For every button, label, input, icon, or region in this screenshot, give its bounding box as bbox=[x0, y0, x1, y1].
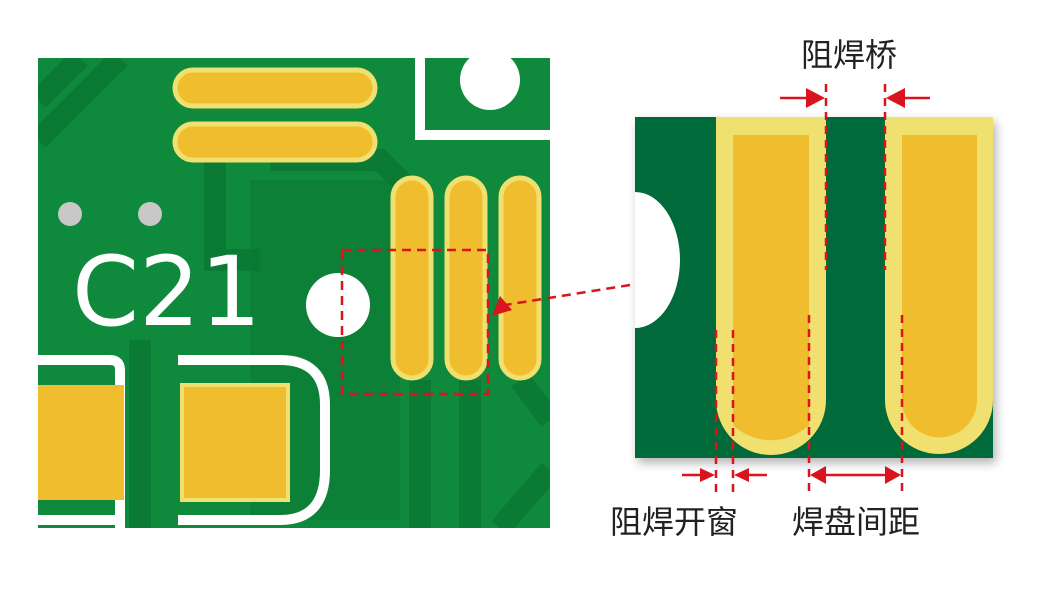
smd-pad bbox=[38, 385, 124, 500]
via-hole bbox=[460, 58, 520, 110]
silkscreen-outline bbox=[415, 58, 550, 140]
pad bbox=[172, 67, 378, 109]
smd-pad bbox=[180, 383, 290, 502]
via-hole-partial bbox=[635, 192, 680, 328]
via bbox=[138, 202, 162, 226]
solder-mask-opening-label: 阻焊开窗 bbox=[610, 503, 738, 541]
component-designator: C21 bbox=[72, 236, 261, 348]
pad-spacing-label: 焊盘间距 bbox=[792, 503, 920, 541]
zoom-region-box bbox=[340, 248, 490, 396]
dimension-lines bbox=[714, 84, 904, 492]
zoom-callout-arrow bbox=[492, 283, 631, 316]
pcb-overview-panel: C21 bbox=[38, 58, 550, 528]
dimension-arrows bbox=[682, 88, 930, 484]
silkscreen-outline bbox=[178, 355, 330, 525]
fine-pitch-pad bbox=[444, 175, 488, 381]
via-hole bbox=[306, 273, 370, 337]
solder-mask-bridge-label: 阻焊桥 bbox=[801, 36, 897, 74]
pad-left bbox=[733, 135, 809, 441]
via bbox=[58, 202, 82, 226]
pad bbox=[172, 121, 378, 163]
fine-pitch-pad bbox=[390, 175, 434, 381]
pad-right bbox=[902, 135, 977, 438]
fine-pitch-pad bbox=[498, 175, 542, 381]
